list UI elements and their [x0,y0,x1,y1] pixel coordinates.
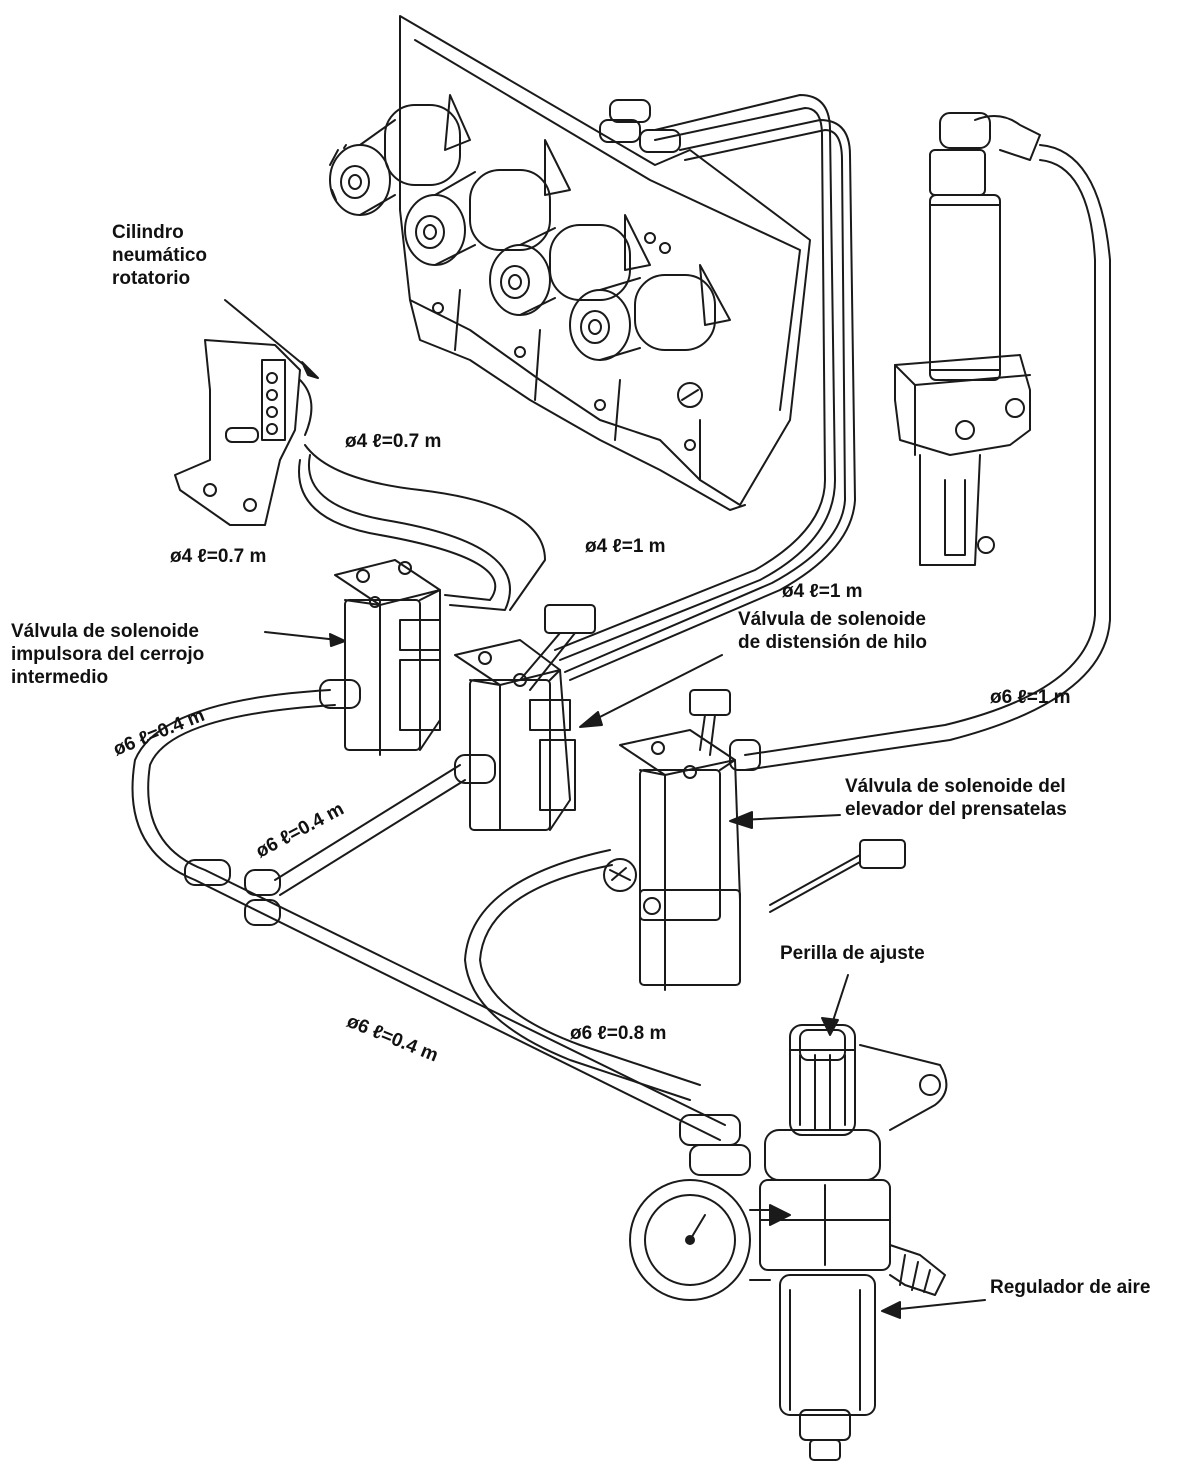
label-presser-valve-line1: Válvula de solenoide del [845,776,1066,797]
label-presser-valve-line2: elevador del prensatelas [845,799,1067,820]
tube-label-plate-a: ø4 ℓ=1 m [585,536,666,557]
label-thread-valve-line1: Válvula de solenoide [738,609,926,630]
tube-label-presser-to-regulator: ø6 ℓ=0.8 m [570,1023,667,1044]
solenoid-valve-presser [603,729,741,991]
solenoid-valve-thread [454,639,576,831]
label-thread-release-valve: Válvula de solenoide de distensión de hi… [738,608,927,654]
valve-connectors [519,604,906,913]
solenoid-valve-bolt [334,559,441,756]
tube-label-cylinder: ø6 ℓ=1 m [990,687,1071,708]
label-thread-valve-line2: de distensión de hilo [738,632,927,653]
label-adjust-knob: Perilla de ajuste [780,943,925,964]
tube-label-plate-b: ø4 ℓ=1 m [782,581,863,602]
tension-plate [399,15,811,511]
tube-label-rotary-top: ø4 ℓ=0.7 m [345,431,442,452]
label-air-regulator: Regulador de aire [990,1277,1151,1298]
label-bolt-valve-line2: impulsora del cerrojo [11,644,205,665]
label-rotary-cylinder: Cilindro neumático rotatorio [112,221,207,290]
label-rotary-cylinder-line3: rotatorio [112,268,191,289]
label-bolt-valve-line1: Válvula de solenoide [11,621,199,642]
label-rotary-cylinder-line1: Cilindro [112,222,184,243]
plate-elbow-fittings [599,99,681,153]
air-cylinder [894,112,1041,566]
tension-assembly-3 [489,214,651,316]
label-bolt-valve-line3: intermedio [11,667,109,688]
tubes [131,94,1111,1141]
rotary-cylinder [174,339,313,526]
tension-assembly-2 [404,139,571,266]
label-bolt-valve: Válvula de solenoide impulsora del cerro… [11,620,204,689]
air-regulator [629,1024,948,1461]
tension-assembly-4 [569,264,731,361]
label-rotary-cylinder-line2: neumático [112,245,208,266]
tube-label-rotary-bottom: ø4 ℓ=0.7 m [170,546,267,567]
tension-assembly-1 [329,94,471,216]
leader-lines [224,299,986,1319]
label-presser-lifter-valve: Válvula de solenoide del elevador del pr… [845,775,1067,821]
